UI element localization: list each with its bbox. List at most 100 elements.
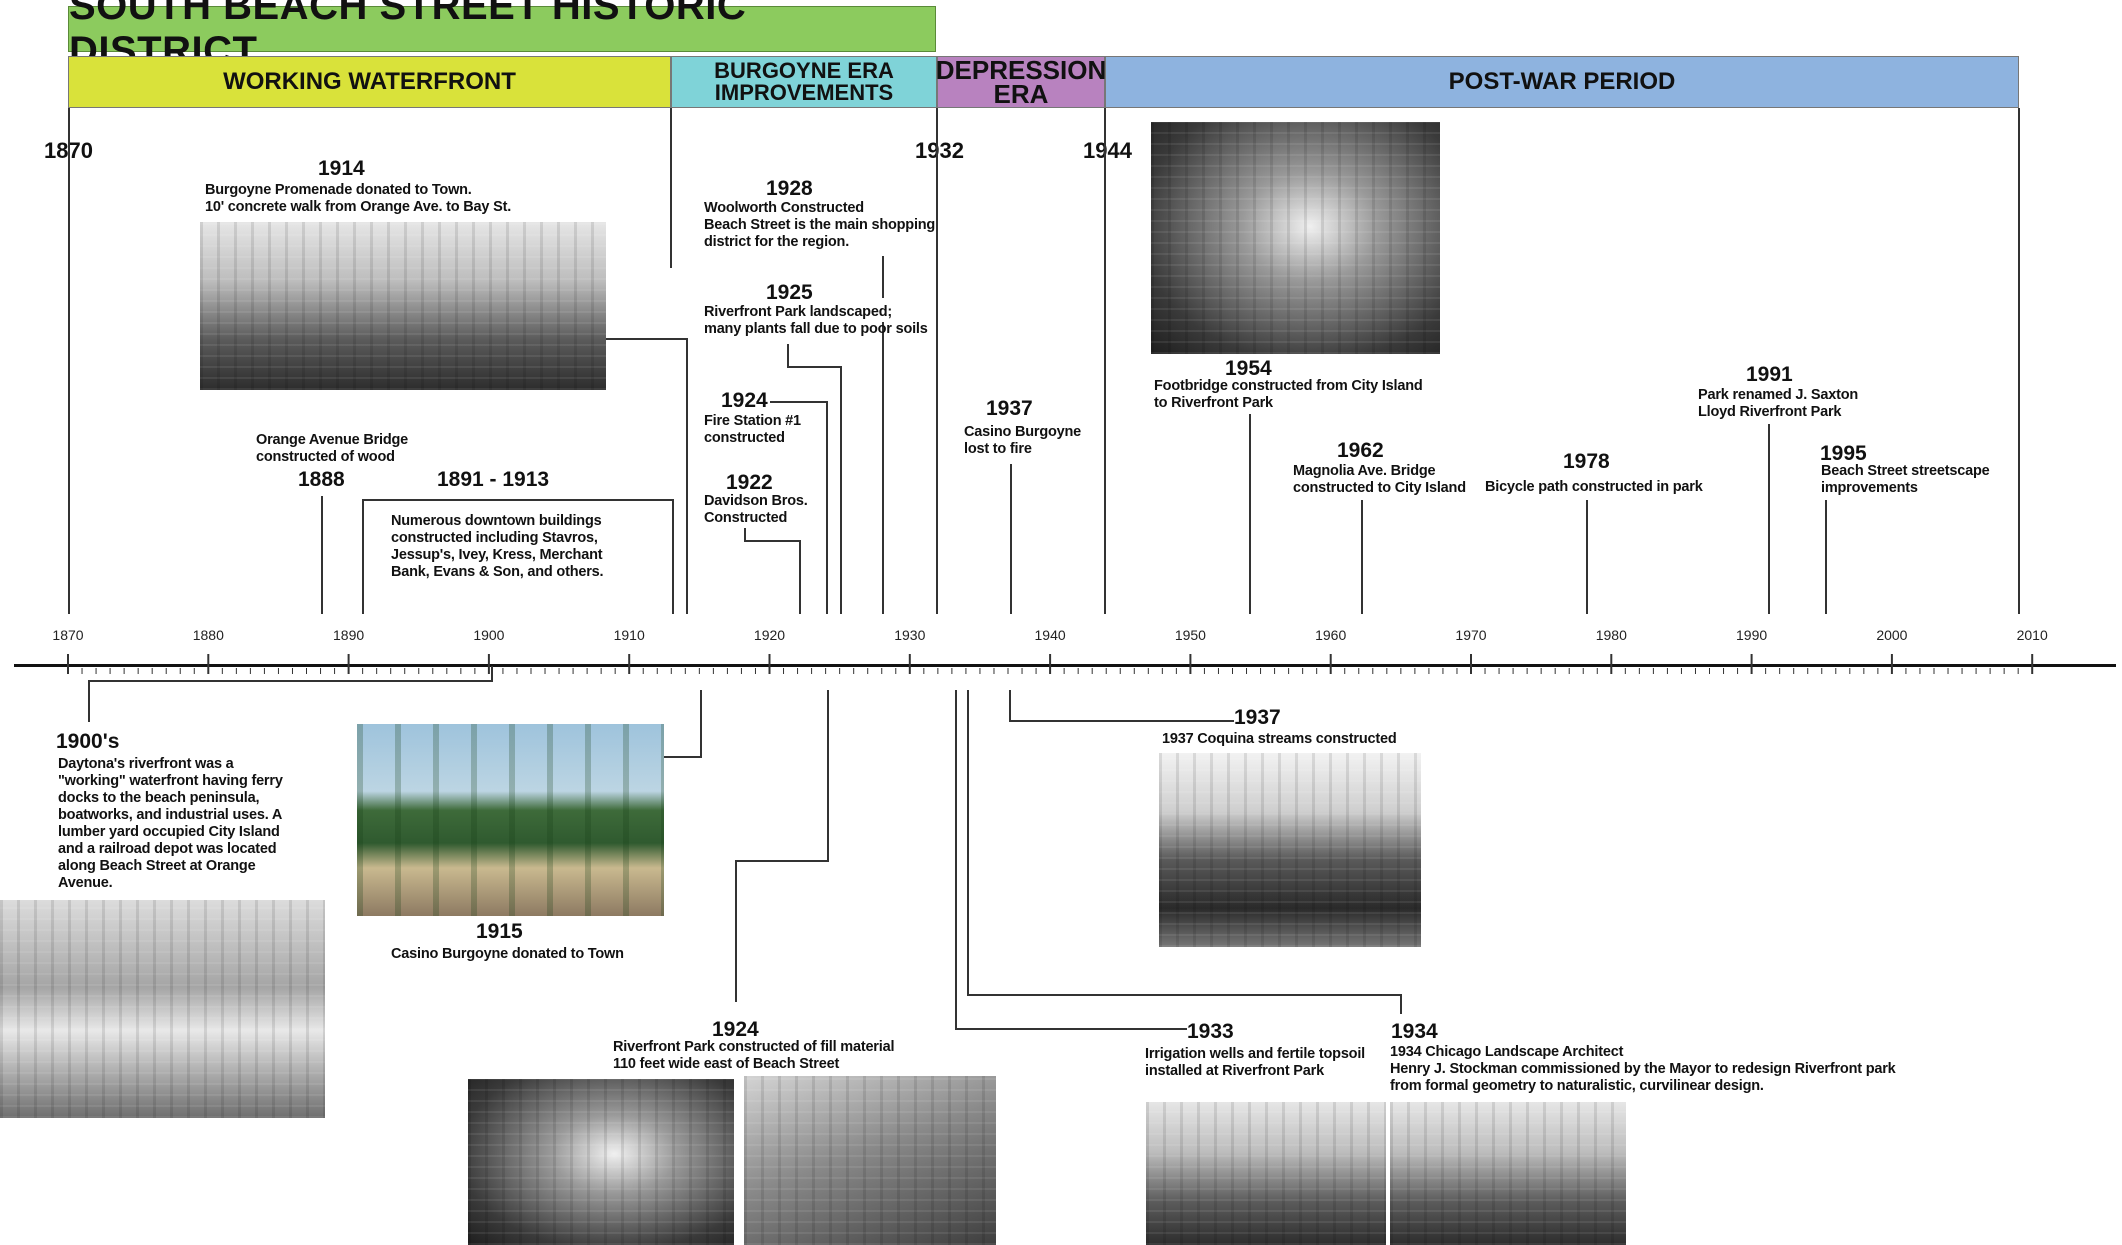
photo-1933-irrigation [1146,1102,1386,1245]
era-line-1870 [68,108,70,614]
event-1900s-desc: Daytona's riverfront was a "working" wat… [58,756,283,892]
timeline-axis [14,664,2116,667]
axis-tick-label: 1910 [613,627,645,643]
event-1934-line3: from formal geometry to naturalistic, cu… [1390,1078,1764,1094]
event-1922-line1: Davidson Bros. [704,493,808,509]
axis-tick-label: 1890 [333,627,365,643]
event-1934-line2: Henry J. Stockman commissioned by the Ma… [1390,1061,1896,1077]
event-1928-line3: district for the region. [704,234,850,250]
connector-1922-a [744,528,746,542]
event-1928-year: 1928 [766,177,813,200]
event-1900s-line5: lumber yard occupied City Island [58,824,280,840]
event-1914-desc: Burgoyne Promenade donated to Town. 10' … [205,182,511,216]
connector-1925-a [787,344,789,368]
event-1924b-year: 1924 [712,1018,759,1041]
event-1991-year: 1991 [1746,363,1793,386]
connector-1900s-b [88,680,493,682]
event-1924a-line1: Fire Station #1 [704,413,801,429]
event-1978-desc: Bicycle path constructed in park [1485,479,1703,496]
event-1900s-year: 1900's [56,730,120,753]
event-1924a-line2: constructed [704,430,785,446]
event-1888-year: 1888 [298,468,345,491]
connector-1900s-a [491,666,493,682]
event-1937a-year: 1937 [986,397,1033,420]
event-1937a-line1: Casino Burgoyne [964,424,1082,440]
connector-1925-c [840,366,842,614]
axis-tick-label: 1980 [1595,627,1627,643]
event-1891-line3: Jessup's, Ivey, Kress, Merchant [391,547,603,563]
event-1900s-line7: along Beach Street at Orange [58,858,256,874]
event-1954-year: 1954 [1225,357,1272,380]
event-1925-year: 1925 [766,281,813,304]
event-1928-line1: Woolworth Constructed [704,200,864,216]
axis-tick-label: 1930 [894,627,926,643]
connector-1915-h [664,756,702,758]
connector-1978 [1586,500,1588,614]
photo-1914-promenade [200,222,606,390]
boundary-year-1932: 1932 [915,138,964,163]
era-burgoyne-line2: IMPROVEMENTS [714,80,894,105]
photo-1915-casino [357,724,664,916]
event-1891-year: 1891 - 1913 [437,468,550,491]
photo-1924-fill-right [744,1076,996,1245]
connector-1924b-a [827,690,829,862]
event-1978-year: 1978 [1563,450,1610,473]
era-line-1944 [1104,108,1106,614]
event-1991-line1: Park renamed J. Saxton [1698,387,1859,403]
connector-1891-top [362,499,674,501]
event-1900s-line2: "working" waterfront having ferry [58,773,283,789]
event-1914-line2: 10' concrete walk from Orange Ave. to Ba… [205,199,512,215]
connector-1924a-v [826,401,828,614]
photo-1937-coquina [1159,753,1421,947]
event-1888-line1: Orange Avenue Bridge [256,432,409,448]
event-1924b-desc: Riverfront Park constructed of fill mate… [613,1039,894,1073]
axis-tick-label: 1940 [1034,627,1066,643]
event-1962-line1: Magnolia Ave. Bridge [1293,463,1436,479]
connector-1922-b [744,540,801,542]
event-1962-year: 1962 [1337,439,1384,462]
axis-tick-label: 1990 [1736,627,1768,643]
connector-1891-left [362,499,364,614]
event-1933-year: 1933 [1187,1020,1234,1043]
event-1900s-line4: boatworks, and industrial uses. A [58,807,283,823]
connector-1928-top [882,256,884,298]
boundary-year-1944: 1944 [1083,138,1132,163]
event-1891-line2: constructed including Stavros, [391,530,598,546]
connector-1995 [1825,500,1827,614]
event-1933-line1: Irrigation wells and fertile topsoil [1145,1046,1365,1062]
era-line-2010 [2018,108,2020,614]
era-post-war: POST-WAR PERIOD [1105,56,2019,108]
era-depression-line2: ERA [993,79,1049,109]
era-burgoyne-line1: BURGOYNE ERA [714,58,894,83]
era-line-1932 [936,108,938,614]
event-1962-desc: Magnolia Ave. Bridge constructed to City… [1293,463,1466,497]
event-1891-desc: Numerous downtown buildings constructed … [391,513,604,581]
event-1925-line1: Riverfront Park landscaped; [704,304,892,320]
connector-1934-c [1400,994,1402,1014]
connector-1928-v [882,322,884,614]
axis-tick-label: 1950 [1174,627,1206,643]
connector-1991 [1768,424,1770,614]
event-1924a-year: 1924 [721,389,768,412]
event-1924b-line2: 110 feet wide east of Beach Street [613,1056,840,1072]
connector-1934-a [967,690,969,996]
event-1888-line2: constructed of wood [256,449,395,465]
event-1995-line1: Beach Street streetscape [1821,463,1990,479]
event-1962-line2: constructed to City Island [1293,480,1466,496]
event-1954-line2: to Riverfront Park [1154,395,1273,411]
connector-1891-right [672,499,674,614]
axis-tick-label: 1960 [1315,627,1347,643]
axis-tick-label: 1880 [192,627,224,643]
event-1937a-line2: lost to fire [964,441,1032,457]
connector-1924b-b [735,860,829,862]
connector-1937b-v [1009,690,1011,722]
connector-1925-b [787,366,842,368]
connector-1888 [321,496,323,614]
event-1924a-desc: Fire Station #1 constructed [704,413,801,447]
event-1991-line2: Lloyd Riverfront Park [1698,404,1842,420]
photo-1934-stockman [1390,1102,1626,1245]
event-1934-line1: 1934 Chicago Landscape Architect [1390,1044,1624,1060]
event-1978-line1: Bicycle path constructed in park [1485,479,1703,495]
